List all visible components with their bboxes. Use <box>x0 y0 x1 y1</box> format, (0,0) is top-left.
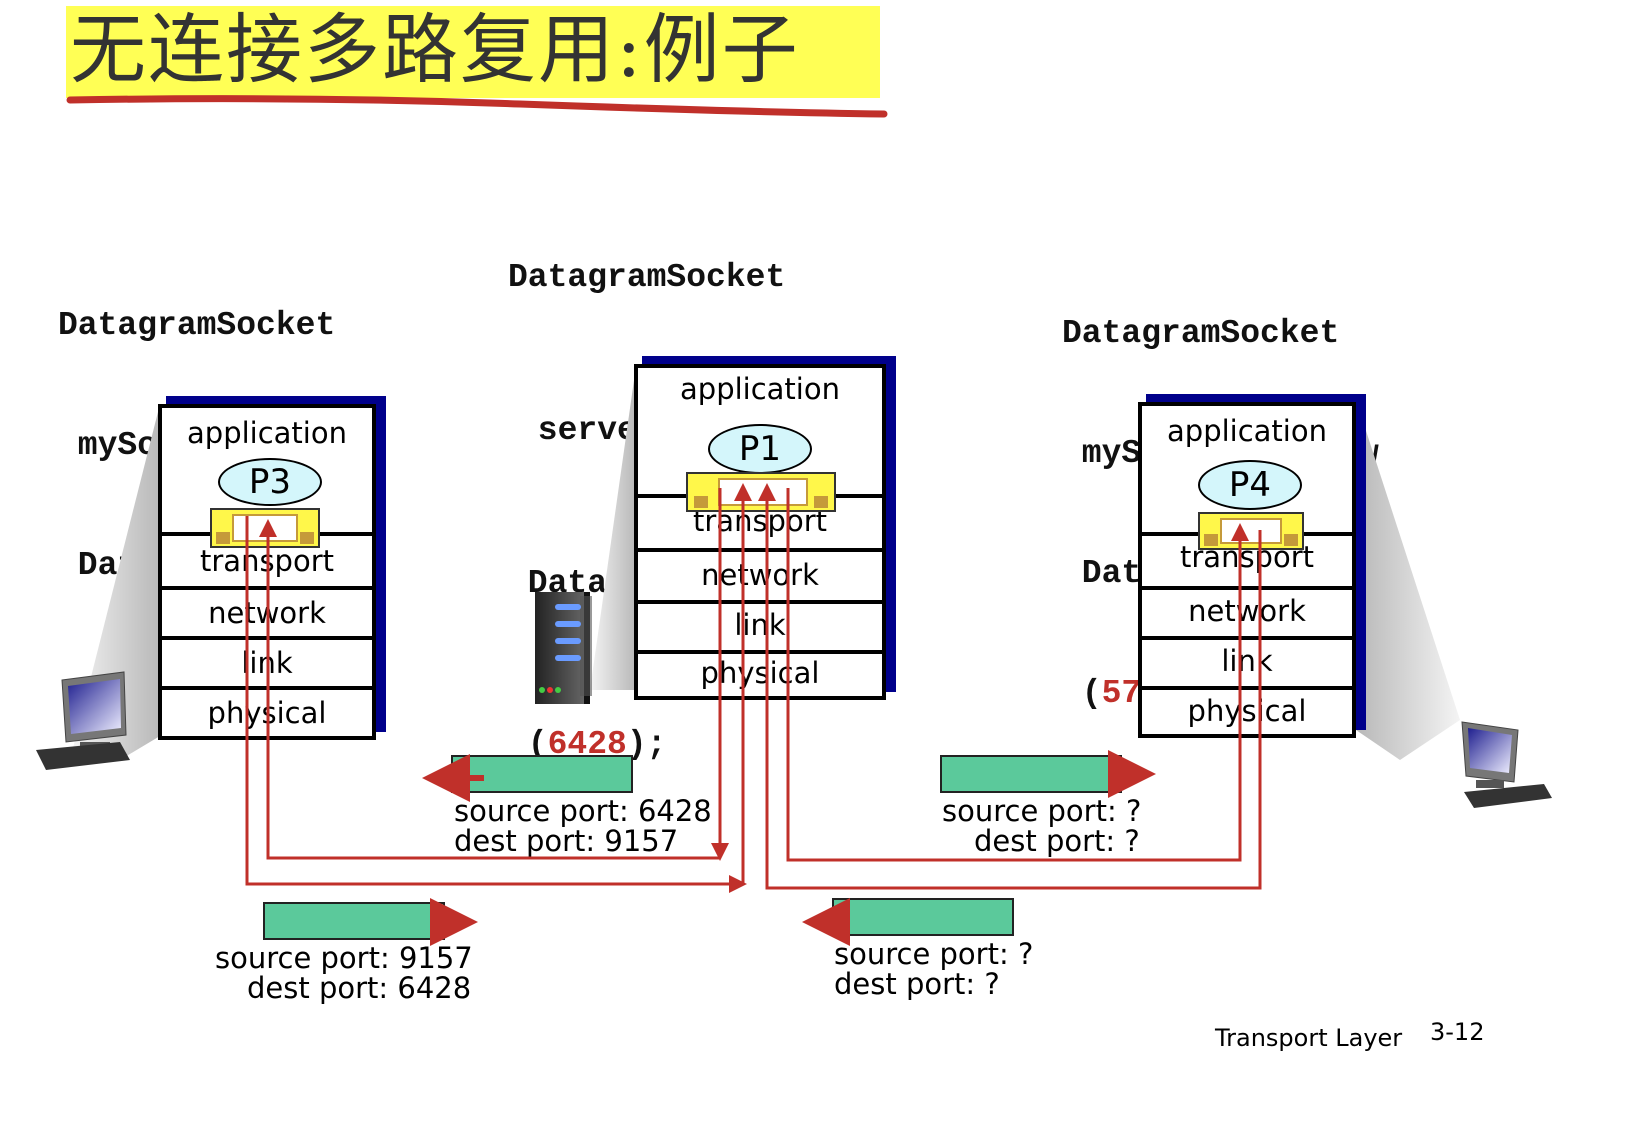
desktop-computer-icon <box>36 671 130 770</box>
arrow-into-p1-b <box>758 483 1262 890</box>
segment-p4-to-p1[interactable] <box>832 898 1014 936</box>
layer-link: link <box>1221 644 1273 678</box>
segment-source-port: source port: 6428 <box>454 794 712 828</box>
process-p3[interactable]: P3 <box>218 458 322 506</box>
process-p4[interactable]: P4 <box>1198 460 1302 510</box>
socket-icon <box>1198 512 1304 550</box>
left-projection <box>70 404 160 760</box>
arrow-p3-to-p1 <box>245 516 747 893</box>
right-projection <box>1356 400 1460 760</box>
arrow-p1-to-p3 <box>259 519 720 860</box>
arrow-p1-to-p4 <box>786 488 1249 862</box>
footer-section: Transport Layer <box>1215 1024 1403 1052</box>
center-projection <box>590 366 636 690</box>
slide-title: 无连接多路复用:例子 <box>70 5 800 94</box>
segment-p1-to-p4[interactable] <box>940 755 1122 793</box>
segment-source-port: source port: 9157 <box>215 941 473 975</box>
page-number: 3-12 <box>1430 1018 1485 1046</box>
title-highlight <box>66 6 880 98</box>
layer-physical: physical <box>1187 694 1307 728</box>
segment-dest-port: dest port: 6428 <box>247 971 472 1005</box>
segment-p3-to-p1[interactable] <box>263 902 445 940</box>
segment-p1-to-p3[interactable] <box>451 755 633 793</box>
layer-application: application <box>1167 414 1327 448</box>
right-protocol-stack: application transport network link physi… <box>1138 402 1356 738</box>
segment-dest-port: dest port: ? <box>834 967 1000 1001</box>
code-line: DatagramSocket <box>58 307 336 344</box>
socket-icon <box>686 472 836 512</box>
layer-application: application <box>187 416 347 450</box>
segment-source-port: source port: ? <box>942 794 1142 828</box>
layer-application: application <box>680 372 840 406</box>
desktop-computer-icon <box>1461 721 1552 808</box>
layer-network: network <box>1188 594 1306 628</box>
segment-dest-port: dest port: ? <box>974 824 1140 858</box>
code-line: DatagramSocket <box>1062 315 1340 352</box>
code-line: DatagramSocket <box>508 259 786 296</box>
segment-source-port: source port: ? <box>834 937 1034 971</box>
segment-dest-port: dest port: 9157 <box>454 824 679 858</box>
server-icon <box>535 592 592 704</box>
